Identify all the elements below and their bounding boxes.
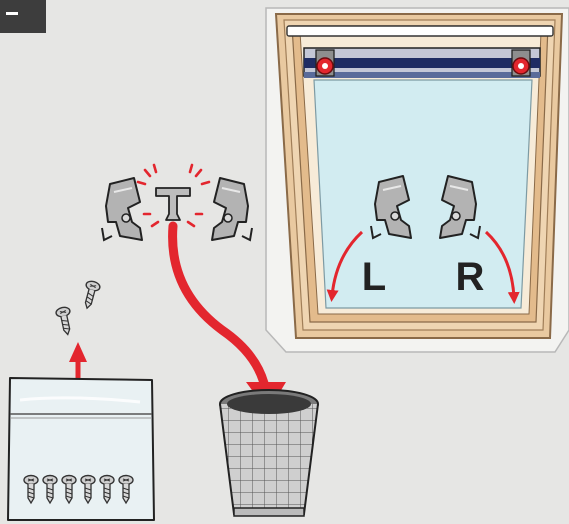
right-direction-arrow-icon bbox=[484, 230, 520, 304]
loose-right-bracket-icon bbox=[211, 177, 253, 241]
screw-icon bbox=[79, 279, 102, 311]
left-label: L bbox=[362, 255, 386, 299]
discarded-connector-icon bbox=[136, 163, 211, 228]
screw-icon bbox=[54, 305, 76, 337]
step-dash bbox=[6, 12, 18, 15]
right-clip-icon bbox=[511, 49, 531, 77]
screw-bag-icon bbox=[7, 377, 155, 521]
window-glass bbox=[313, 79, 533, 309]
roof-window: L R bbox=[265, 7, 569, 353]
right-label: R bbox=[456, 255, 485, 299]
left-clip-icon bbox=[315, 49, 335, 77]
step-badge bbox=[0, 0, 46, 33]
waste-bin-icon bbox=[219, 389, 319, 517]
left-direction-arrow-icon bbox=[326, 230, 364, 302]
discard-arrow-icon bbox=[168, 221, 271, 397]
blind-top-rail bbox=[286, 25, 554, 37]
loose-left-bracket-icon bbox=[101, 177, 143, 241]
